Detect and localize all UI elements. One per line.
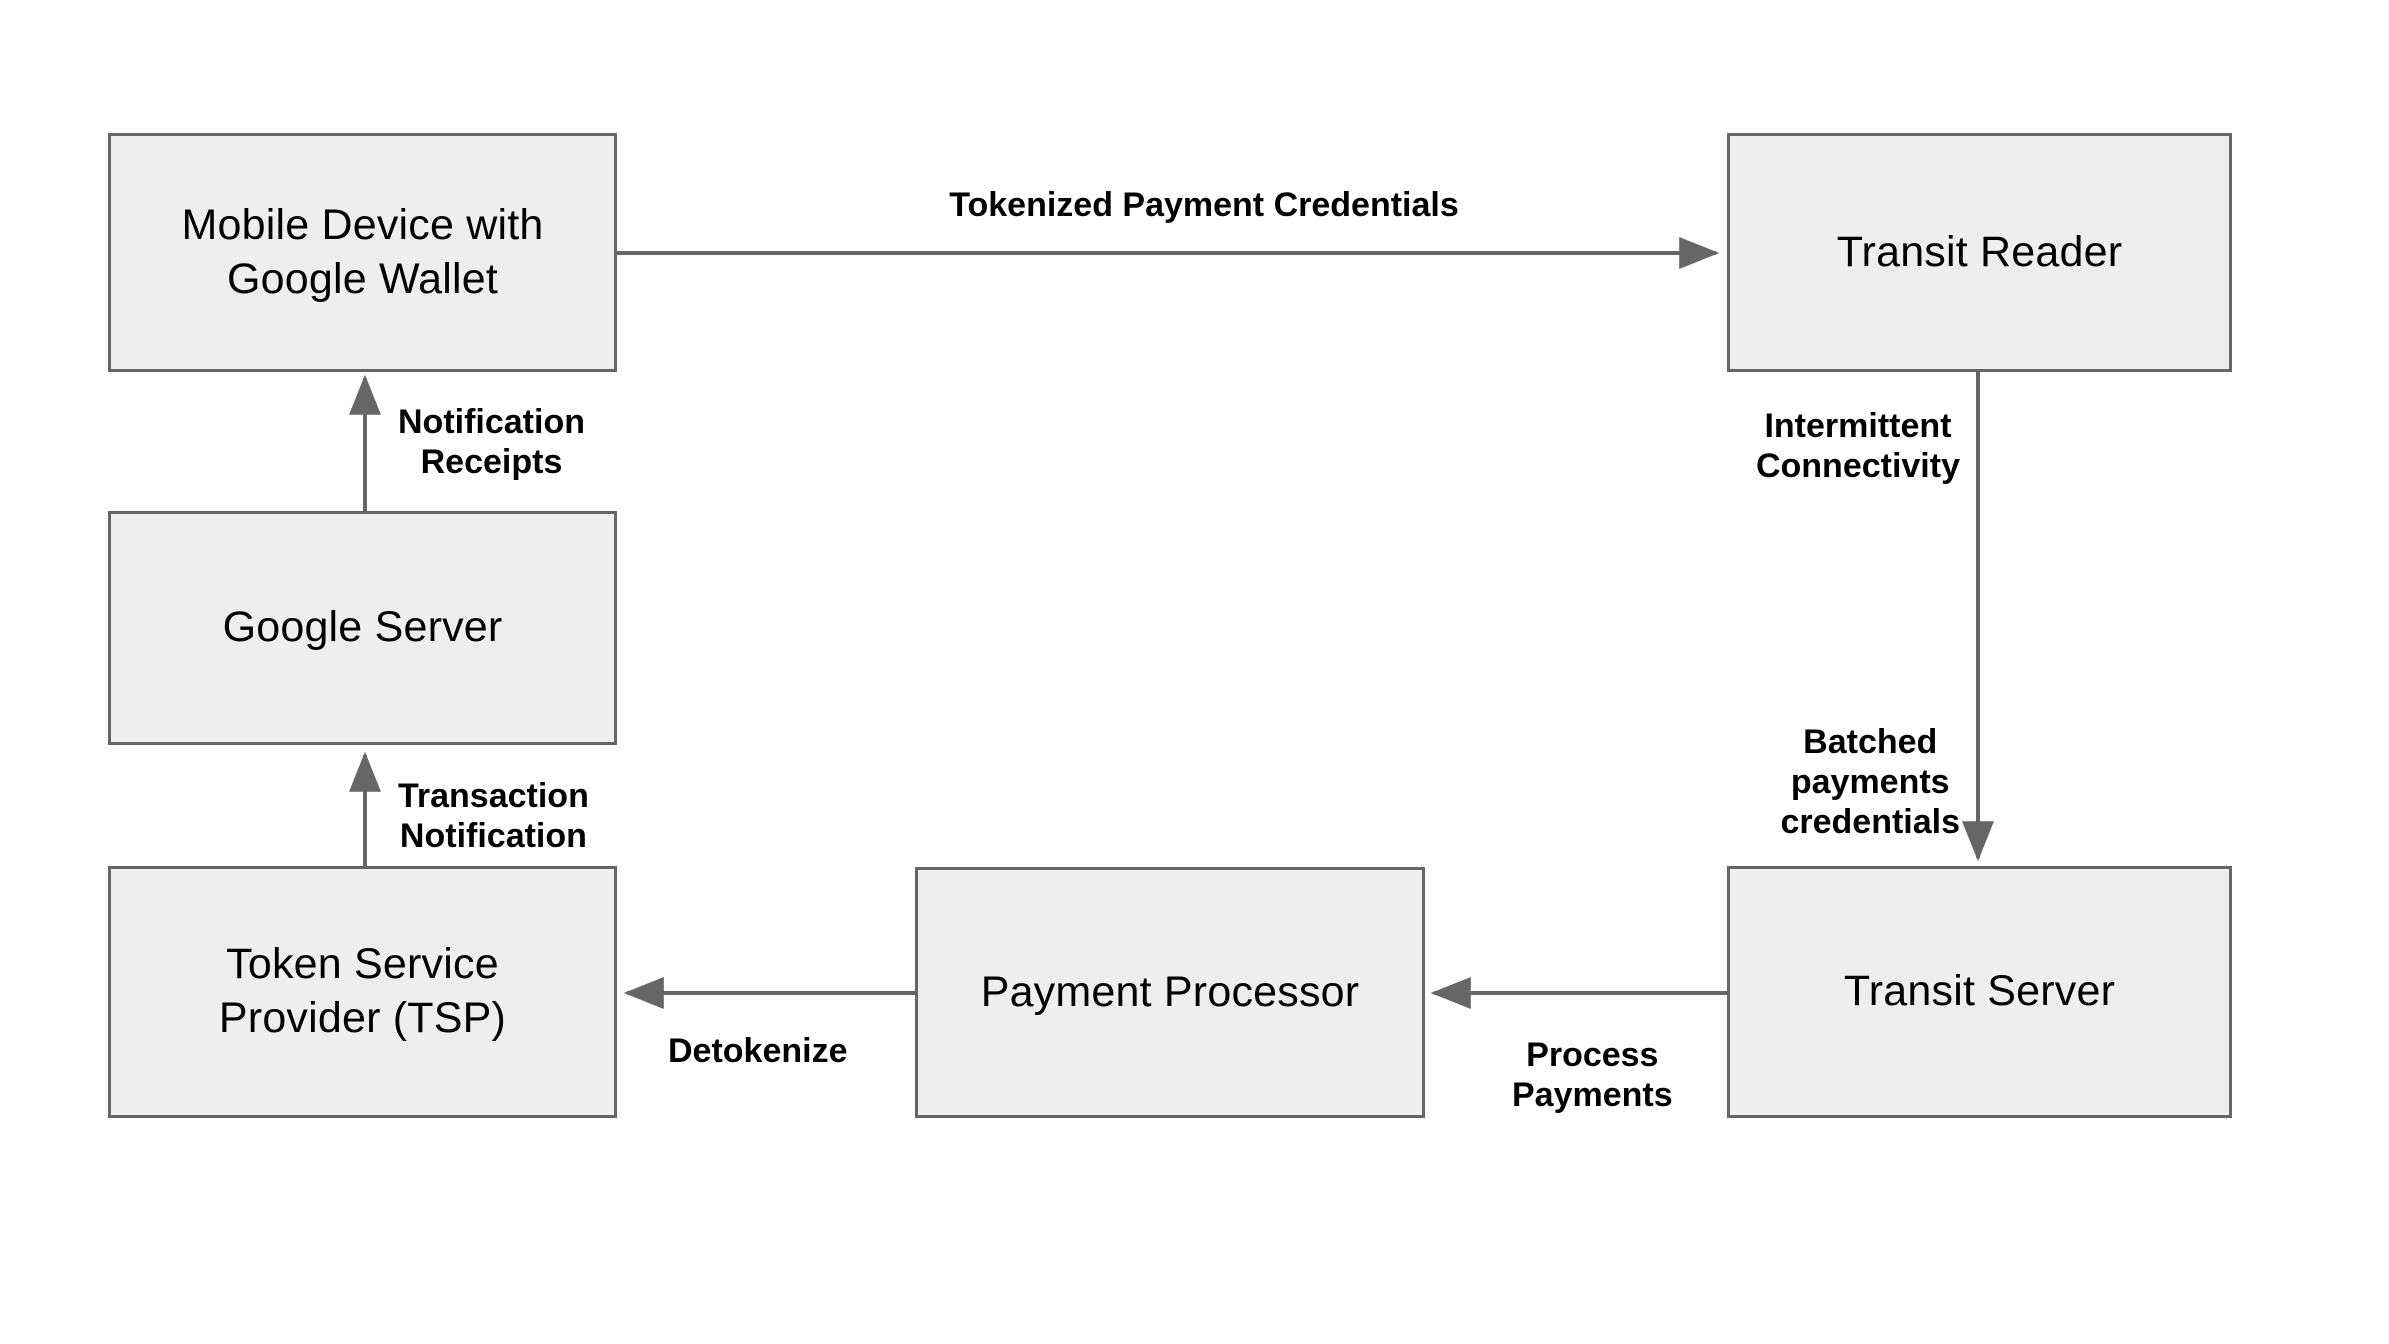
edge-label-batched-payments-credentials: Batched payments credentials — [1780, 722, 1960, 842]
edge-label-intermittent-connectivity: Intermittent Connectivity — [1755, 406, 1960, 485]
node-google-server[interactable]: Google Server — [108, 511, 617, 745]
node-transit-server[interactable]: Transit Server — [1727, 866, 2232, 1118]
edge-label-detokenize: Detokenize — [668, 1031, 848, 1070]
node-mobile-device[interactable]: Mobile Device with Google Wallet — [108, 133, 617, 372]
node-payment-processor[interactable]: Payment Processor — [915, 867, 1425, 1118]
node-transit-reader[interactable]: Transit Reader — [1727, 133, 2232, 372]
edge-label-process-payments: Process Payments — [1512, 1035, 1673, 1114]
edge-label-tokenized-payment-credentials: Tokenized Payment Credentials — [949, 185, 1459, 224]
node-token-service-provider[interactable]: Token Service Provider (TSP) — [108, 866, 617, 1118]
edge-label-transaction-notification: Transaction Notification — [398, 776, 589, 855]
edge-label-notification-receipts: Notification Receipts — [398, 402, 585, 481]
